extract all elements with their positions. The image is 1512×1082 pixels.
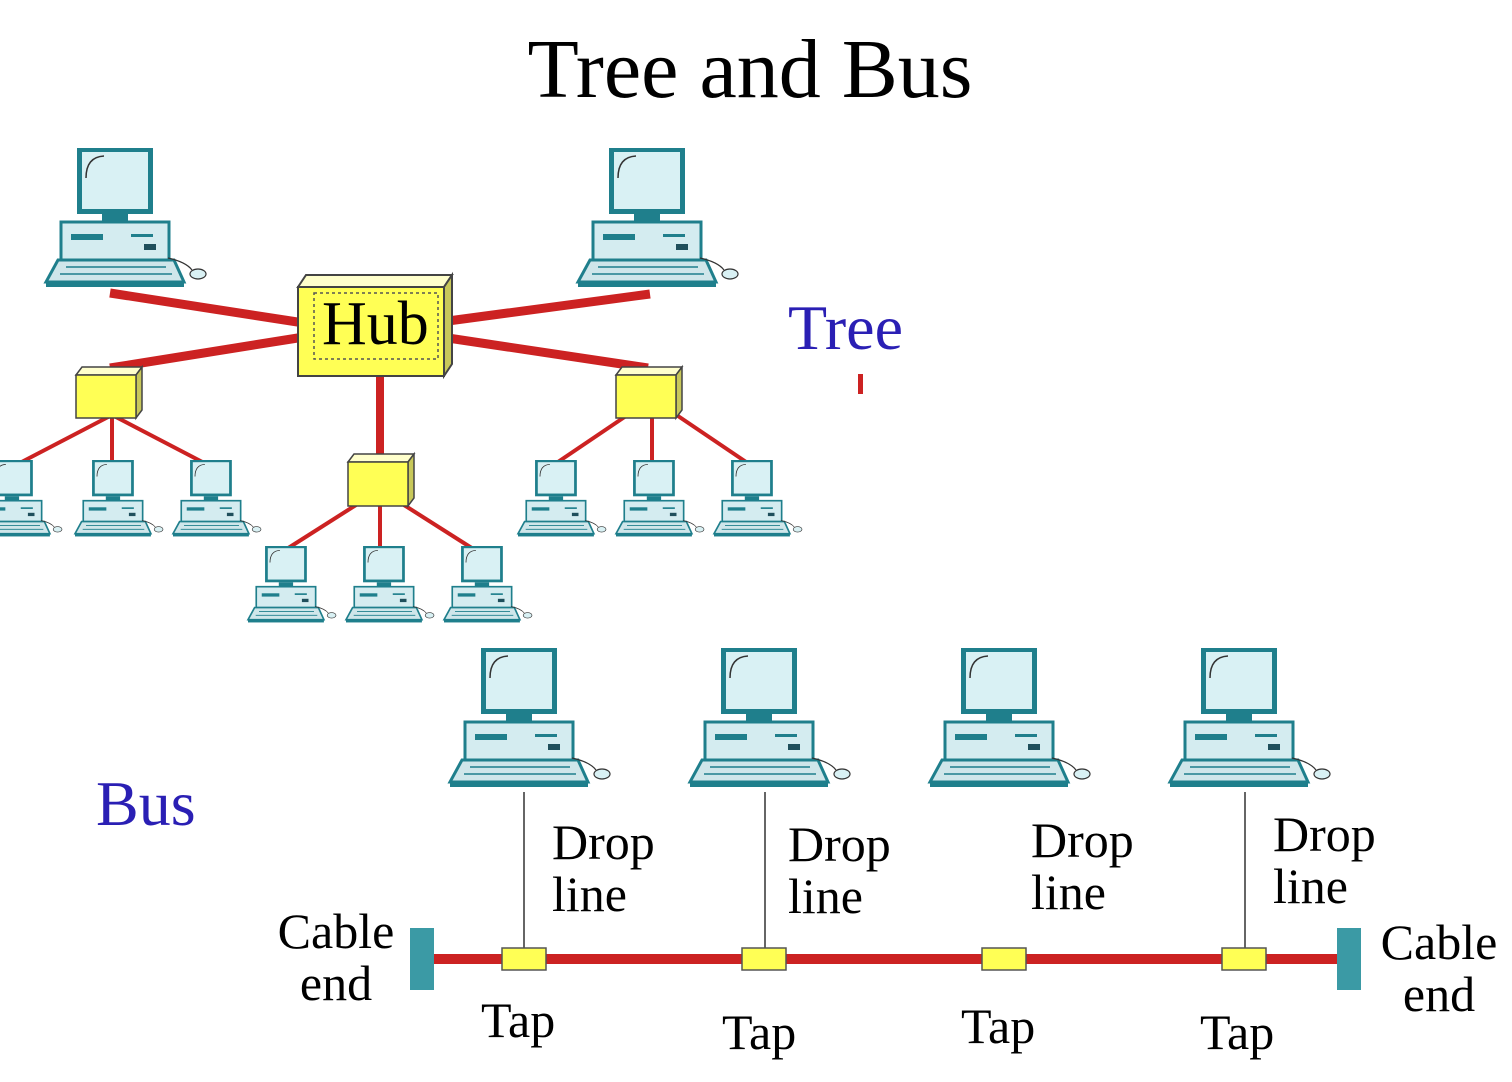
computer-icon — [172, 459, 262, 538]
secondary-hub-middle — [346, 451, 416, 509]
red-mark — [858, 374, 863, 394]
computer-icon — [517, 459, 607, 538]
computer-icon — [247, 545, 337, 624]
secondary-hub-left — [74, 364, 144, 421]
tap-label: Tap — [1200, 1004, 1275, 1060]
bus-cable — [434, 954, 1338, 964]
computer-icon — [74, 459, 164, 538]
computer-icon — [0, 459, 63, 538]
computer-icon — [44, 146, 208, 289]
tap-label: Tap — [722, 1004, 797, 1060]
computer-icon — [576, 146, 740, 289]
bus-label: Bus — [96, 768, 196, 839]
tree-label: Tree — [788, 292, 903, 363]
hub-box — [296, 271, 454, 380]
cable-end-terminator-right — [1337, 928, 1361, 990]
page-title: Tree and Bus — [527, 23, 973, 116]
drop-lines — [523, 792, 1246, 950]
computer-icon — [928, 646, 1092, 789]
tap-box — [1221, 947, 1267, 971]
tree-links — [13, 288, 754, 554]
computer-icon — [448, 646, 612, 789]
computer-icon — [443, 545, 533, 624]
computer-icon — [713, 459, 803, 538]
computer-icon — [688, 646, 852, 789]
computer-icon — [345, 545, 435, 624]
tap-label: Tap — [961, 998, 1036, 1054]
cable-end-terminator-left — [410, 928, 434, 990]
computer-icon — [615, 459, 705, 538]
computer-icon — [1168, 646, 1332, 789]
secondary-hub-right — [614, 364, 684, 421]
tap-box — [741, 947, 787, 971]
tap-label: Tap — [481, 992, 556, 1048]
tap-box — [501, 947, 547, 971]
hub-label: Hub — [322, 290, 429, 358]
tap-box — [981, 947, 1027, 971]
